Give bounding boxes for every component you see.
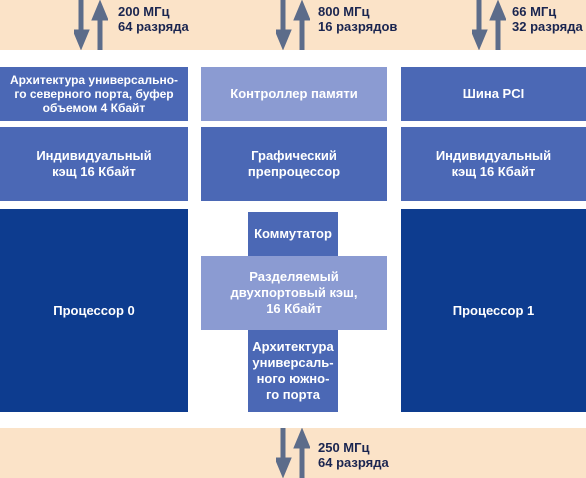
top-left-bus-label: 200 МГц 64 разряда (118, 4, 189, 34)
north-port-block: Архитектура универсально- го северного п… (0, 67, 188, 121)
top-center-bidirectional-arrow-icon (276, 0, 310, 50)
memory-controller-label: Контроллер памяти (230, 86, 358, 101)
shared-cache-block: Разделяемый двухпортовый кэш, 16 Кбайт (201, 256, 387, 330)
south-port-block: Архитектура универсаль- ного южно- го по… (248, 330, 338, 412)
south-port-label: Архитектура универсаль- ного южно- го по… (252, 339, 334, 402)
graphics-preprocessor-label: Графический препроцессор (247, 148, 341, 179)
top-right-bidirectional-arrow-icon (472, 0, 506, 50)
pci-bus-block: Шина PCI (401, 67, 586, 121)
top-right-bus-label: 66 МГц 32 разряда (512, 4, 583, 34)
processor-0-block: Процессор 0 (0, 209, 188, 412)
processor-0-label: Процессор 0 (53, 302, 135, 318)
pci-bus-label: Шина PCI (462, 86, 525, 101)
bottom-bus-band (0, 428, 586, 478)
memory-controller-block: Контроллер памяти (201, 67, 387, 121)
cache-right-block: Индивидуальный кэщ 16 Кбайт (401, 127, 586, 201)
processor-1-block: Процессор 1 (401, 209, 586, 412)
shared-cache-label: Разделяемый двухпортовый кэш, 16 Кбайт (230, 269, 358, 316)
graphics-preprocessor-block: Графический препроцессор (201, 127, 387, 201)
bottom-center-bidirectional-arrow-icon (276, 428, 310, 478)
switch-label: Коммутатор (254, 226, 332, 241)
processor-1-label: Процессор 1 (452, 302, 535, 318)
top-left-bidirectional-arrow-icon (74, 0, 108, 50)
cache-left-label: Индивидуальный кэщ 16 Кбайт (36, 148, 152, 179)
north-port-label: Архитектура универсально- го северного п… (9, 73, 179, 115)
top-center-bus-label: 800 МГц 16 разрядов (318, 4, 398, 34)
switch-block: Коммутатор (248, 212, 338, 256)
bottom-center-bus-label: 250 МГц 64 разряда (318, 440, 389, 470)
cache-right-label: Индивидуальный кэщ 16 Кбайт (435, 148, 552, 179)
cache-left-block: Индивидуальный кэщ 16 Кбайт (0, 127, 188, 201)
